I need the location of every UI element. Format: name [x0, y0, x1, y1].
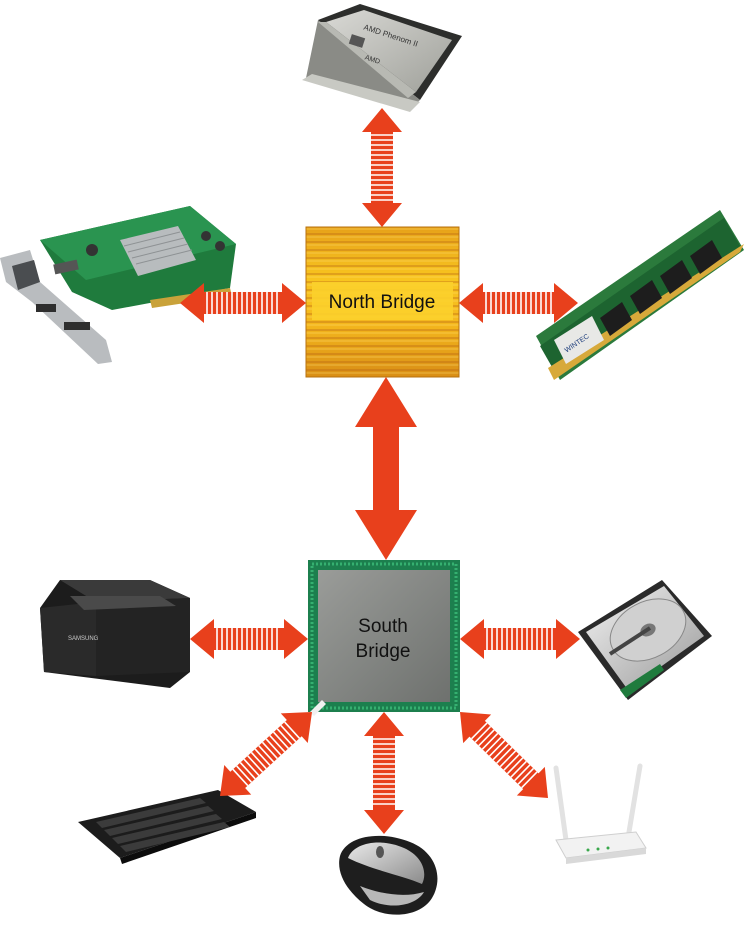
- router-south-bridge-arrow-stripe: [471, 722, 488, 740]
- ram-memory-icon: WINTEC: [536, 210, 744, 380]
- router-south-bridge-arrow-stripe: [503, 753, 520, 771]
- router-south-bridge-arrow-stripe: [492, 743, 510, 761]
- router-south-bridge-arrow-stripe: [521, 771, 538, 789]
- printer-icon: SAMSUNG: [40, 580, 190, 688]
- ram-north-bridge-arrow-shape: [459, 283, 578, 323]
- keyboard-south-bridge-arrow-stripe: [280, 724, 297, 743]
- south-bridge-chip: South Bridge: [308, 560, 460, 716]
- router-south-bridge-arrow-stripe: [488, 739, 506, 757]
- router-south-bridge-arrow-stripe: [496, 746, 513, 764]
- keyboard-south-bridge-arrow-stripe: [276, 728, 293, 746]
- south-bridge-label-line1: South: [358, 616, 408, 637]
- cpu-marking-line2: AMD: [364, 54, 381, 65]
- graphics-north-bridge-arrow: [180, 283, 306, 323]
- keyboard-south-bridge-arrow-stripe: [284, 721, 301, 739]
- keyboard-south-bridge-arrow-stripe: [239, 761, 256, 780]
- bus-arrows: [180, 108, 580, 834]
- cpu-north-bridge-arrow: [362, 108, 402, 227]
- graphics-north-bridge-arrow-shape: [180, 283, 306, 323]
- south-bridge-label-line2: Bridge: [356, 641, 411, 662]
- graphics-card-icon: [0, 206, 236, 364]
- keyboard-south-bridge-arrow-stripe: [250, 751, 267, 770]
- north-south-bridge-arrow-shape: [355, 377, 417, 560]
- hdd-south-bridge-arrow: [460, 619, 580, 659]
- router-south-bridge-arrow-stripe: [513, 764, 531, 782]
- keyboard-south-bridge-arrow-stripe: [261, 741, 278, 760]
- mouse-icon: [339, 835, 438, 915]
- keyboard-south-bridge-arrow-stripe: [254, 748, 271, 766]
- keyboard-south-bridge-arrow-stripe: [258, 745, 275, 763]
- keyboard-south-bridge-arrow-stripe: [243, 758, 260, 776]
- router-south-bridge-arrow-stripe: [506, 757, 524, 775]
- cpu-north-bridge-arrow-shape: [362, 108, 402, 227]
- keyboard-south-bridge-arrow-stripe: [232, 768, 249, 787]
- mouse-south-bridge-arrow-shape: [364, 712, 404, 834]
- north-south-bridge-arrow: [355, 377, 417, 560]
- keyboard-south-bridge-arrow-stripe: [236, 765, 253, 783]
- mouse-south-bridge-arrow: [364, 712, 404, 834]
- cpu-processor-icon: AMD Phenom II AMD: [302, 4, 462, 112]
- printer-south-bridge-arrow: [190, 619, 308, 659]
- router-south-bridge-arrow: [460, 712, 548, 799]
- keyboard-south-bridge-arrow: [219, 712, 312, 796]
- keyboard-south-bridge-arrow-stripe: [247, 755, 264, 773]
- hdd-south-bridge-arrow-shape: [460, 619, 580, 659]
- router-icon: [553, 763, 647, 864]
- keyboard-south-bridge-arrow-stripe: [265, 738, 282, 756]
- router-south-bridge-arrow-stripe: [478, 729, 495, 747]
- north-bridge-chip: North Bridge: [305, 226, 460, 378]
- keyboard-south-bridge-arrow-stripe: [272, 731, 289, 749]
- router-south-bridge-arrow-stripe: [485, 736, 502, 754]
- hard-drive-icon: [578, 580, 712, 700]
- router-south-bridge-arrow-stripe: [481, 732, 499, 750]
- keyboard-south-bridge-arrow-stripe: [269, 735, 286, 753]
- north-bridge-label: North Bridge: [329, 292, 436, 313]
- ram-north-bridge-arrow: [459, 283, 578, 323]
- router-south-bridge-arrow-stripe: [474, 725, 492, 743]
- router-south-bridge-arrow-stripe: [510, 760, 527, 778]
- router-south-bridge-arrow-stripe: [517, 767, 535, 785]
- printer-south-bridge-arrow-shape: [190, 619, 308, 659]
- printer-brand: SAMSUNG: [68, 636, 99, 642]
- router-south-bridge-arrow-stripe: [499, 750, 517, 768]
- keyboard-icon: [78, 790, 256, 864]
